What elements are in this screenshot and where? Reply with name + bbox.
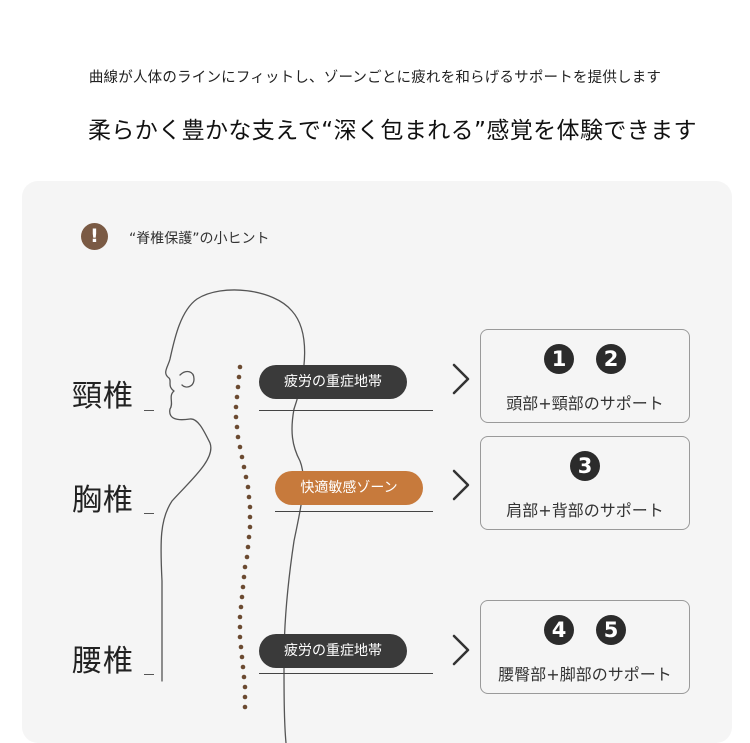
zone-label-thoracic: 胸椎 — [72, 483, 134, 518]
support-box-thoracic: 3 肩部+背部のサポート — [480, 436, 690, 530]
zone-tick — [144, 513, 154, 514]
spine-info-panel: ! “脊椎保護”の小ヒント 頸椎 疲労の重症地帯 — [22, 181, 732, 743]
number-badge: 1 — [544, 344, 574, 374]
support-text-lumbar: 腰臀部+脚部のサポート — [498, 665, 672, 684]
pill-underline — [259, 673, 433, 674]
number-badge: 5 — [596, 615, 626, 645]
zone-pill-thoracic: 快適敏感ゾーン — [275, 471, 423, 505]
zone-label-cervical: 頸椎 — [72, 379, 134, 414]
pill-underline — [275, 511, 433, 512]
number-badge: 4 — [544, 615, 574, 645]
zone-pill-cervical: 疲労の重症地帯 — [259, 365, 407, 399]
chevron-right-icon — [452, 469, 470, 501]
hint-text: “脊椎保護”の小ヒント — [129, 231, 270, 247]
zone-label-lumbar: 腰椎 — [72, 644, 134, 679]
pill-underline — [259, 410, 433, 411]
zone-tick — [144, 674, 154, 675]
zone-tick — [144, 410, 154, 411]
support-text-thoracic: 肩部+背部のサポート — [506, 501, 664, 520]
zone-numbers: 3 — [481, 451, 689, 481]
sub-heading: 曲線が人体のラインにフィットし、ゾーンごとに疲れを和らげるサポートを提供します — [88, 70, 662, 86]
main-heading: 柔らかく豊かな支えで“深く包まれる”感覚を体験できます — [88, 118, 697, 144]
number-badge: 3 — [570, 451, 600, 481]
chevron-right-icon — [452, 363, 470, 395]
chevron-right-icon — [452, 634, 470, 666]
body-silhouette — [160, 289, 306, 743]
number-badge: 2 — [596, 344, 626, 374]
zone-pill-lumbar: 疲労の重症地帯 — [259, 634, 407, 668]
support-text-cervical: 頭部+頸部のサポート — [506, 394, 664, 413]
exclamation-icon: ! — [81, 223, 108, 250]
